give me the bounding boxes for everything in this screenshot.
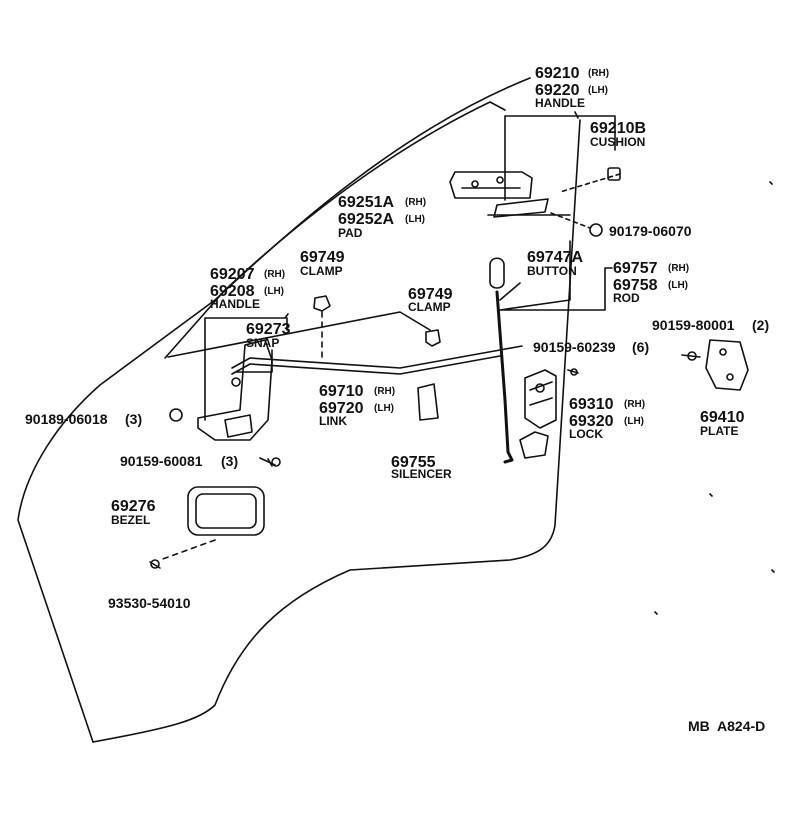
label-plate: 69410 PLATE [700, 409, 745, 438]
part-name: CLAMP [300, 264, 343, 278]
part-number: 69758 [613, 277, 658, 294]
label-clamp-upper: 69749 CLAMP [300, 249, 345, 278]
label-clamp-mid: 69749 CLAMP [408, 286, 453, 314]
part-name: SILENCER [391, 467, 452, 481]
side-tag: (LH) [374, 403, 394, 414]
rod-shape [495, 290, 514, 464]
label-screw-handle: 90159-60081 (3) [120, 453, 238, 469]
part-number: 69410 [700, 409, 745, 426]
label-nut-top: 90179-06070 [609, 223, 692, 239]
inside-handle-shape [197, 317, 288, 441]
part-number: 69310 [569, 396, 614, 413]
pad-shape [493, 198, 549, 218]
part-number: 69710 [319, 383, 364, 400]
label-screw-lock: 90159-60239 (6) [533, 339, 649, 355]
part-number: 69276 [111, 498, 156, 515]
part-name: BUTTON [527, 264, 577, 278]
label-handle-inner: 69207 (RH) 69208 (LH) HANDLE [210, 266, 285, 311]
part-number: 69207 [210, 266, 255, 283]
part-name: BEZEL [111, 513, 150, 527]
part-name: PAD [338, 226, 363, 240]
label-snap: 69273 SNAP [246, 321, 291, 350]
part-number: 90189-06018 [25, 411, 108, 427]
side-tag: (LH) [588, 85, 608, 96]
door-outline [17, 77, 531, 743]
part-number: 69320 [569, 413, 614, 430]
quantity: (2) [752, 317, 769, 333]
part-number: 69252A [338, 211, 394, 228]
button-shape [489, 257, 505, 289]
side-tag: (RH) [374, 386, 395, 397]
outside-handle-shape [449, 171, 533, 199]
side-tag: (LH) [264, 286, 284, 297]
part-name: CUSHION [590, 135, 645, 149]
label-button: 69747A BUTTON [527, 249, 583, 278]
part-number: 69273 [246, 321, 291, 338]
side-tag: (RH) [624, 399, 645, 410]
part-number: 90159-60239 [533, 339, 616, 355]
upper-clamp-shape [313, 295, 331, 312]
quantity: (3) [125, 411, 142, 427]
label-silencer: 69755 SILENCER [391, 454, 452, 481]
part-number: 69210B [590, 120, 646, 137]
diagram-code: MB A824-D [688, 718, 765, 734]
part-name: SNAP [246, 336, 279, 350]
part-number: 69747A [527, 249, 583, 266]
part-number: 69251A [338, 194, 394, 211]
side-tag: (RH) [264, 269, 285, 280]
door-front-edge [92, 119, 581, 743]
part-number: 90159-80001 [652, 317, 735, 333]
quantity: (6) [632, 339, 649, 355]
part-number: 69749 [300, 249, 345, 266]
link-rod-shape [231, 345, 523, 375]
bezel-shape [187, 486, 265, 536]
side-tag: (LH) [624, 416, 644, 427]
label-pad: 69251A (RH) 69252A (LH) PAD [338, 194, 426, 240]
label-screw-bezel: 93530-54010 [108, 595, 191, 611]
part-name: ROD [613, 291, 640, 305]
side-tag: (LH) [668, 280, 688, 291]
label-link: 69710 (RH) 69720 (LH) LINK [319, 383, 395, 428]
side-tag: (RH) [588, 68, 609, 79]
mid-clamp-shape [425, 329, 441, 347]
plate-shape [705, 339, 749, 391]
label-rod: 69757 (RH) 69758 (LH) ROD [613, 260, 689, 305]
side-tag: (RH) [668, 263, 689, 274]
quantity: (3) [221, 453, 238, 469]
lock-shape [519, 369, 557, 459]
part-name: LOCK [569, 427, 603, 441]
left-nut-shape [169, 408, 183, 422]
part-name: LINK [319, 414, 347, 428]
part-number: 69720 [319, 400, 364, 417]
side-tag: (LH) [405, 214, 425, 225]
plate-screw-shape [681, 354, 701, 358]
top-nut-shape [589, 223, 603, 237]
part-number: 69755 [391, 454, 436, 471]
side-tag: (RH) [405, 197, 426, 208]
part-number: 69210 [535, 65, 580, 82]
label-bezel: 69276 BEZEL [111, 498, 156, 527]
part-number: 69749 [408, 286, 453, 303]
part-name: HANDLE [210, 297, 260, 311]
part-name: HANDLE [535, 96, 585, 110]
label-screw-plate: 90159-80001 (2) [652, 317, 769, 333]
part-name: PLATE [700, 424, 738, 438]
label-lock: 69310 (RH) 69320 (LH) LOCK [569, 396, 645, 441]
part-number: 69220 [535, 82, 580, 99]
part-number: 90159-60081 [120, 453, 203, 469]
label-cushion: 69210B CUSHION [590, 120, 646, 149]
part-number: 69757 [613, 260, 658, 277]
silencer-shape [417, 383, 439, 421]
window-frame [164, 101, 506, 359]
part-number: 69208 [210, 283, 255, 300]
label-handle-outer: 69210 (RH) 69220 (LH) HANDLE [535, 65, 609, 110]
part-name: CLAMP [408, 300, 451, 314]
label-nut-left: 90189-06018 (3) [25, 411, 142, 427]
